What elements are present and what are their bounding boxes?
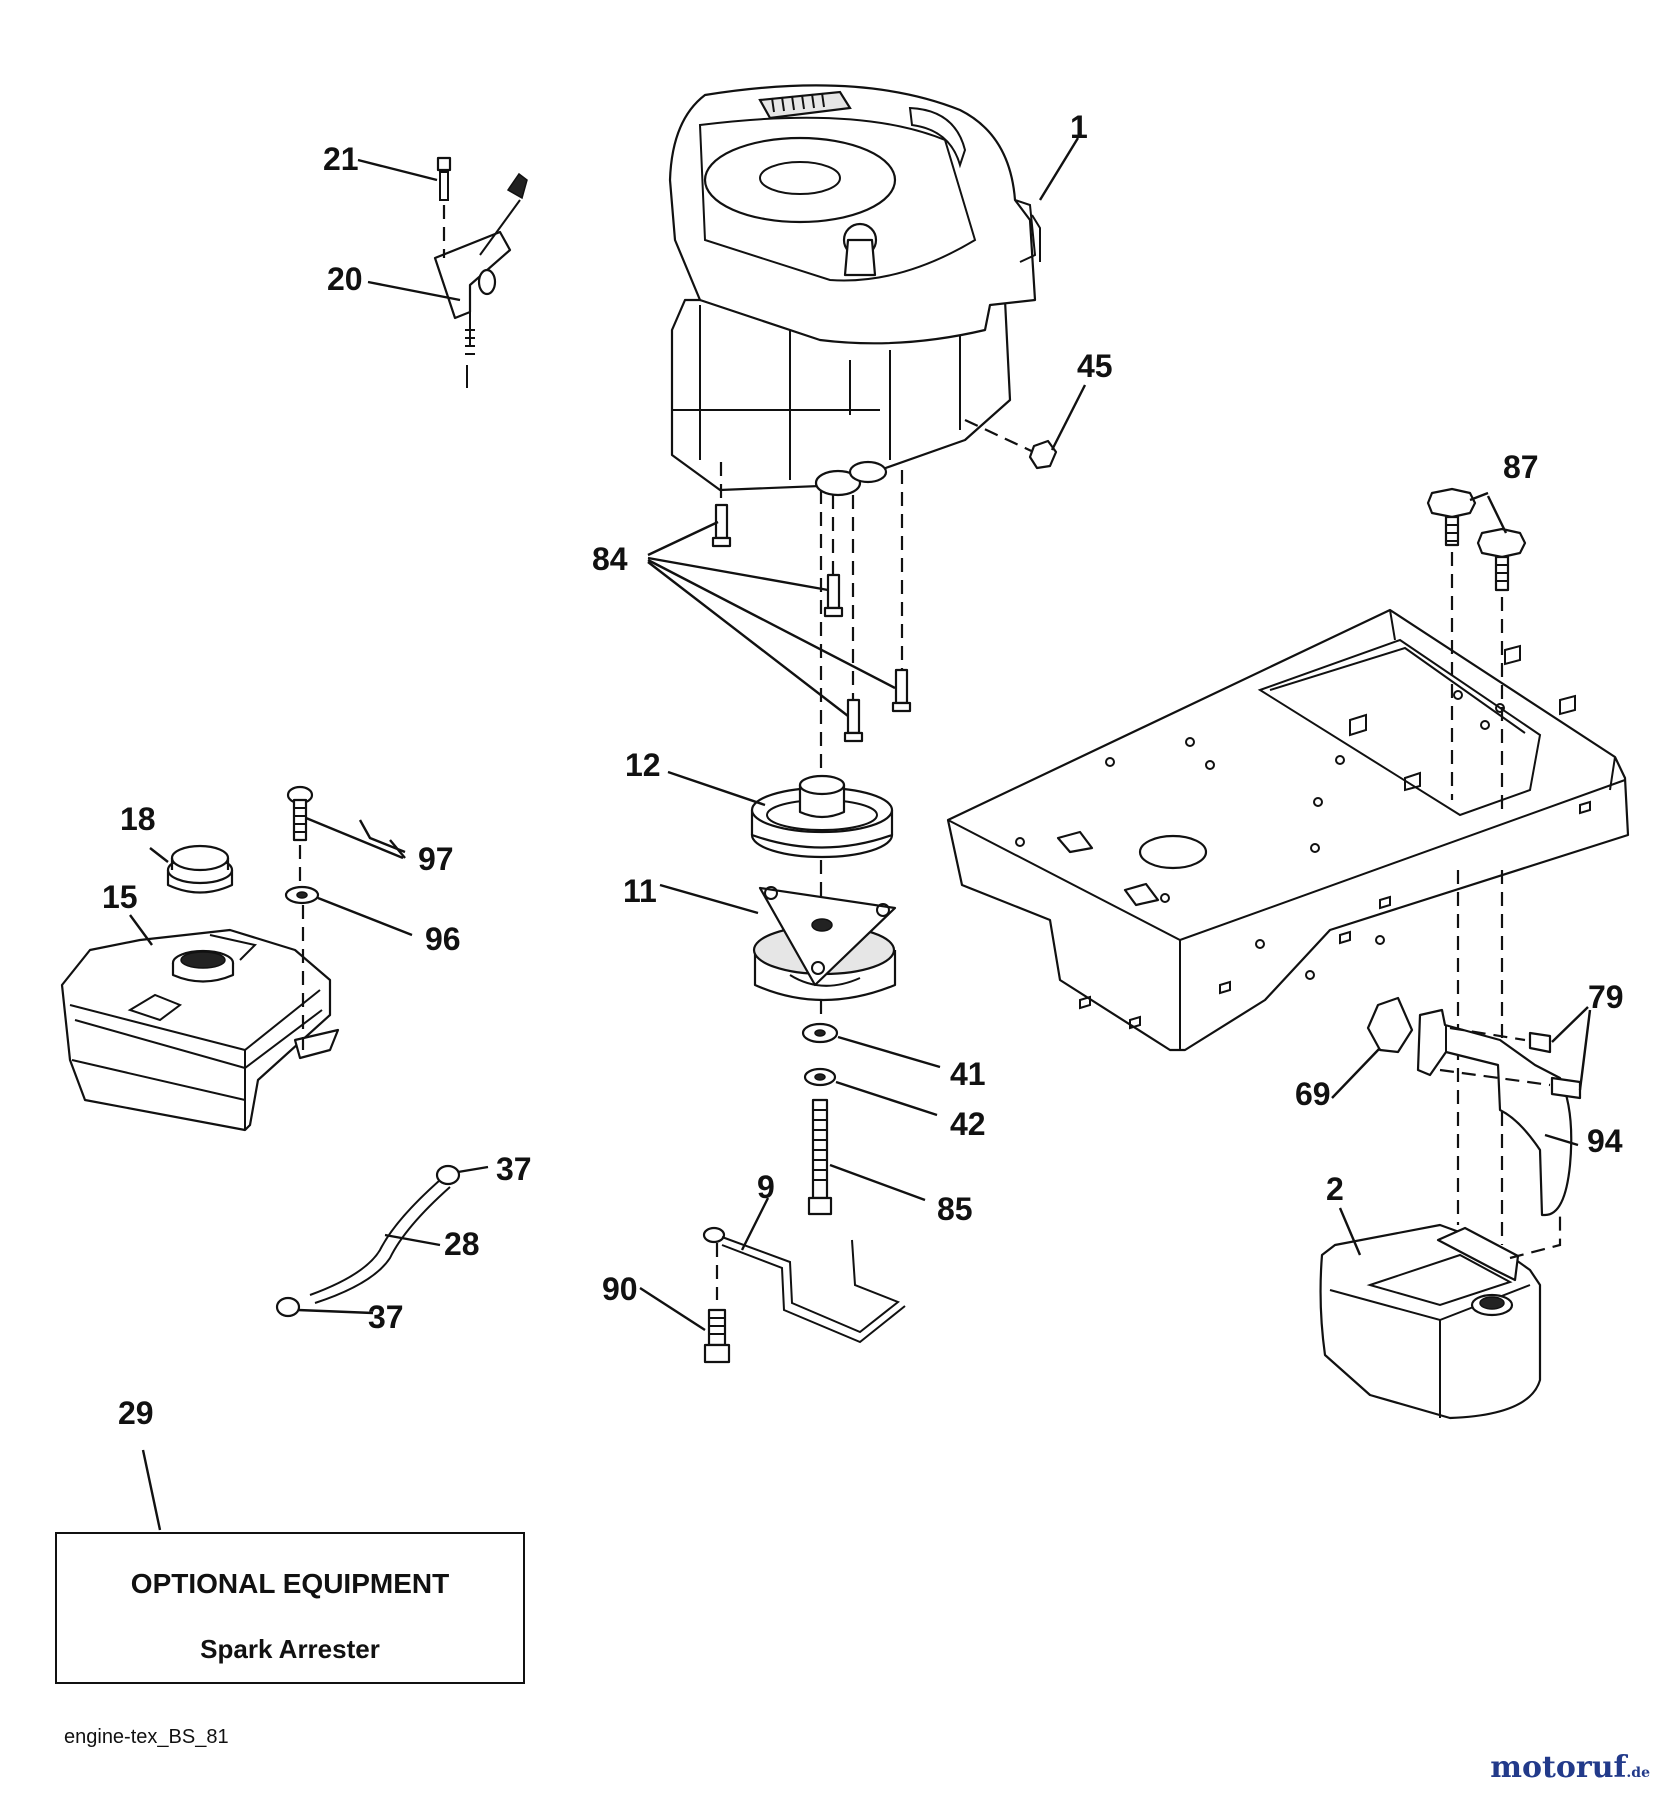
optional-equipment-title: OPTIONAL EQUIPMENT <box>130 1568 450 1599</box>
washer-part-96[interactable] <box>284 885 320 1050</box>
callout-79: 79 <box>1588 979 1624 1015</box>
callout-12: 12 <box>625 747 661 783</box>
callout-9: 9 <box>757 1169 775 1205</box>
callout-37-lower: 37 <box>368 1299 404 1335</box>
callout-84: 84 <box>592 541 628 577</box>
callout-18: 18 <box>120 801 156 837</box>
callout-90: 90 <box>602 1271 638 1307</box>
rod-part-9[interactable] <box>702 1226 906 1344</box>
hose-clamp-part-37-lower[interactable] <box>275 1296 301 1318</box>
fuel-tank-part-15[interactable] <box>60 928 340 1132</box>
screw-part-21[interactable] <box>436 156 452 258</box>
watermark-logo: motoruf.de <box>1490 1750 1650 1785</box>
callout-20: 20 <box>327 261 363 297</box>
fuel-line-part-28[interactable] <box>309 1179 451 1304</box>
callout-1: 1 <box>1070 109 1088 145</box>
callout-labels: 1 2 9 11 12 15 18 20 21 28 29 37 37 41 4… <box>102 109 1624 1431</box>
nut-part-45[interactable] <box>964 419 1058 470</box>
callout-45: 45 <box>1077 348 1113 384</box>
hose-clamp-part-37-upper[interactable] <box>435 1164 461 1186</box>
bolts-part-79[interactable] <box>1439 1026 1582 1100</box>
engine-part-1[interactable] <box>668 84 1041 497</box>
callout-85: 85 <box>937 1191 973 1227</box>
leader-lines <box>129 137 1592 1531</box>
callout-87: 87 <box>1503 449 1539 485</box>
screw-part-97[interactable] <box>286 785 314 882</box>
watermark-tld: .de <box>1626 1765 1650 1781</box>
callout-97: 97 <box>418 841 454 877</box>
throttle-control-part-20[interactable] <box>433 172 528 388</box>
engine-bolts-part-84[interactable] <box>711 462 912 743</box>
callout-21: 21 <box>323 141 359 177</box>
callout-41: 41 <box>950 1056 986 1092</box>
optional-equipment-item: Spark Arrester <box>200 1634 380 1664</box>
callout-37-upper: 37 <box>496 1151 532 1187</box>
callout-11: 11 <box>623 873 657 909</box>
pulley-part-12[interactable] <box>750 490 894 859</box>
callout-28: 28 <box>444 1226 480 1262</box>
bolt-part-85[interactable] <box>807 1098 833 1216</box>
clutch-part-11[interactable] <box>752 860 897 1002</box>
washer-part-41[interactable] <box>801 1000 839 1044</box>
callout-2: 2 <box>1326 1171 1344 1207</box>
diagram-code-label: engine-tex_BS_81 <box>64 1726 229 1748</box>
optional-equipment-box: OPTIONAL EQUIPMENT Spark Arrester <box>55 1532 525 1684</box>
gasket-part-69[interactable] <box>1366 996 1414 1054</box>
muffler-part-2[interactable] <box>1319 1210 1562 1420</box>
watermark-name: motoruf <box>1490 1750 1627 1785</box>
callout-29: 29 <box>118 1395 154 1431</box>
fuel-cap-part-18[interactable] <box>166 844 234 894</box>
callout-42: 42 <box>950 1106 986 1142</box>
washer-part-42[interactable] <box>803 1067 837 1087</box>
bolt-part-90[interactable] <box>703 1243 731 1364</box>
callout-96: 96 <box>425 921 461 957</box>
frame <box>946 608 1630 1052</box>
callout-69: 69 <box>1295 1076 1331 1112</box>
callout-94: 94 <box>1587 1123 1623 1159</box>
callout-15: 15 <box>102 879 138 915</box>
